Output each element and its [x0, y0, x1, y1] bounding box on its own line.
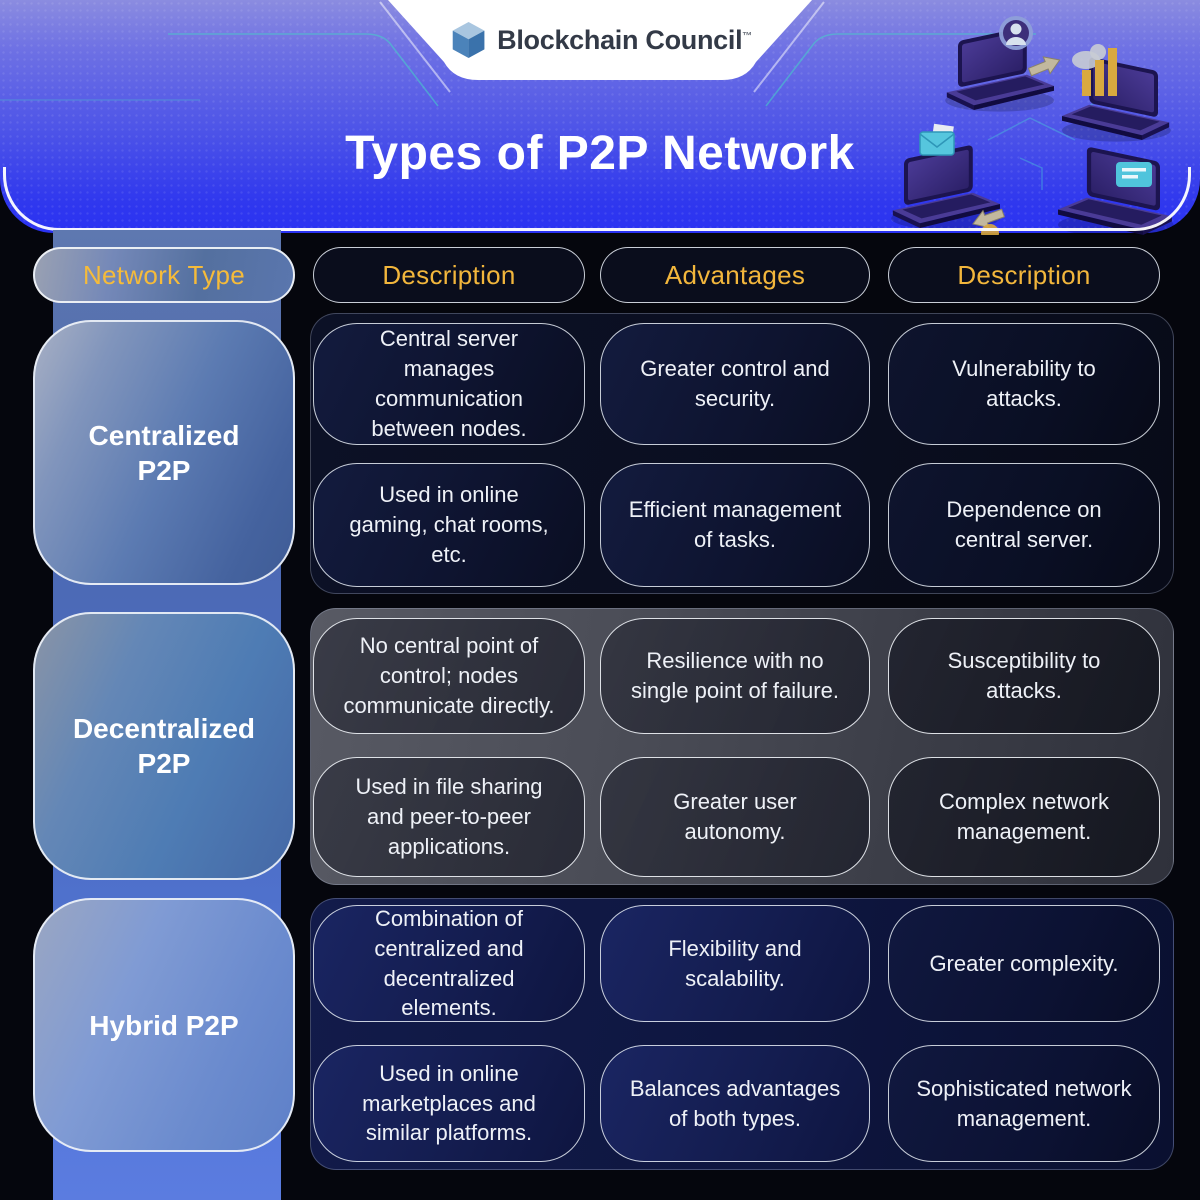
- centralized-advantage-2: Efficient management of tasks.: [600, 463, 870, 587]
- centralized-drawback-1: Vulnerability to attacks.: [888, 323, 1160, 445]
- centralized-drawback-2: Dependence on central server.: [888, 463, 1160, 587]
- decentralized-drawback-2: Complex network management.: [888, 757, 1160, 877]
- network-type-decentralized: Decentralized P2P: [33, 612, 295, 880]
- page-title: Types of P2P Network: [345, 127, 855, 180]
- user-avatar-icon: [999, 16, 1033, 50]
- blockchain-cube-icon: [452, 21, 485, 59]
- column-header-network-type: Network Type: [33, 247, 295, 303]
- decentralized-advantage-2: Greater user autonomy.: [600, 757, 870, 877]
- hybrid-advantage-1: Flexibility and scalability.: [600, 905, 870, 1022]
- column-header-description: Description: [313, 247, 585, 303]
- centralized-description-1: Central server manages communication bet…: [313, 323, 585, 445]
- column-header-description-2: Description: [888, 247, 1160, 303]
- hybrid-description-2: Used in online marketplaces and similar …: [313, 1045, 585, 1162]
- centralized-advantage-1: Greater control and security.: [600, 323, 870, 445]
- header-banner: Blockchain Council™ Types of P2P Network: [0, 0, 1200, 242]
- hybrid-drawback-1: Greater complexity.: [888, 905, 1160, 1022]
- column-header-advantages: Advantages: [600, 247, 870, 303]
- hybrid-drawback-2: Sophisticated network management.: [888, 1045, 1160, 1162]
- hybrid-description-1: Combination of centralized and decentral…: [313, 905, 585, 1022]
- p2p-network-illustration: [870, 0, 1195, 242]
- decentralized-drawback-1: Susceptibility to attacks.: [888, 618, 1160, 734]
- header-bottom-edge: [3, 167, 1191, 231]
- arrow-icon: [972, 56, 1061, 229]
- envelope-icon: [919, 123, 955, 156]
- header-decor-lines: [0, 1, 1036, 107]
- badge-shape: [388, 0, 812, 80]
- centralized-description-2: Used in online gaming, chat rooms, etc.: [313, 463, 585, 587]
- hybrid-advantage-2: Balances advantages of both types.: [600, 1045, 870, 1162]
- trademark-symbol: ™: [742, 30, 752, 42]
- bar-chart-icon: [1072, 44, 1117, 96]
- decentralized-description-1: No central point of control; nodes commu…: [313, 618, 585, 734]
- network-type-centralized: Centralized P2P: [33, 320, 295, 585]
- decentralized-advantage-1: Resilience with no single point of failu…: [600, 618, 870, 734]
- brand-name: Blockchain Council™: [497, 24, 752, 55]
- network-type-hybrid: Hybrid P2P: [33, 898, 295, 1152]
- decentralized-description-2: Used in file sharing and peer-to-peer ap…: [313, 757, 585, 877]
- brand-badge: Blockchain Council™: [388, 0, 812, 84]
